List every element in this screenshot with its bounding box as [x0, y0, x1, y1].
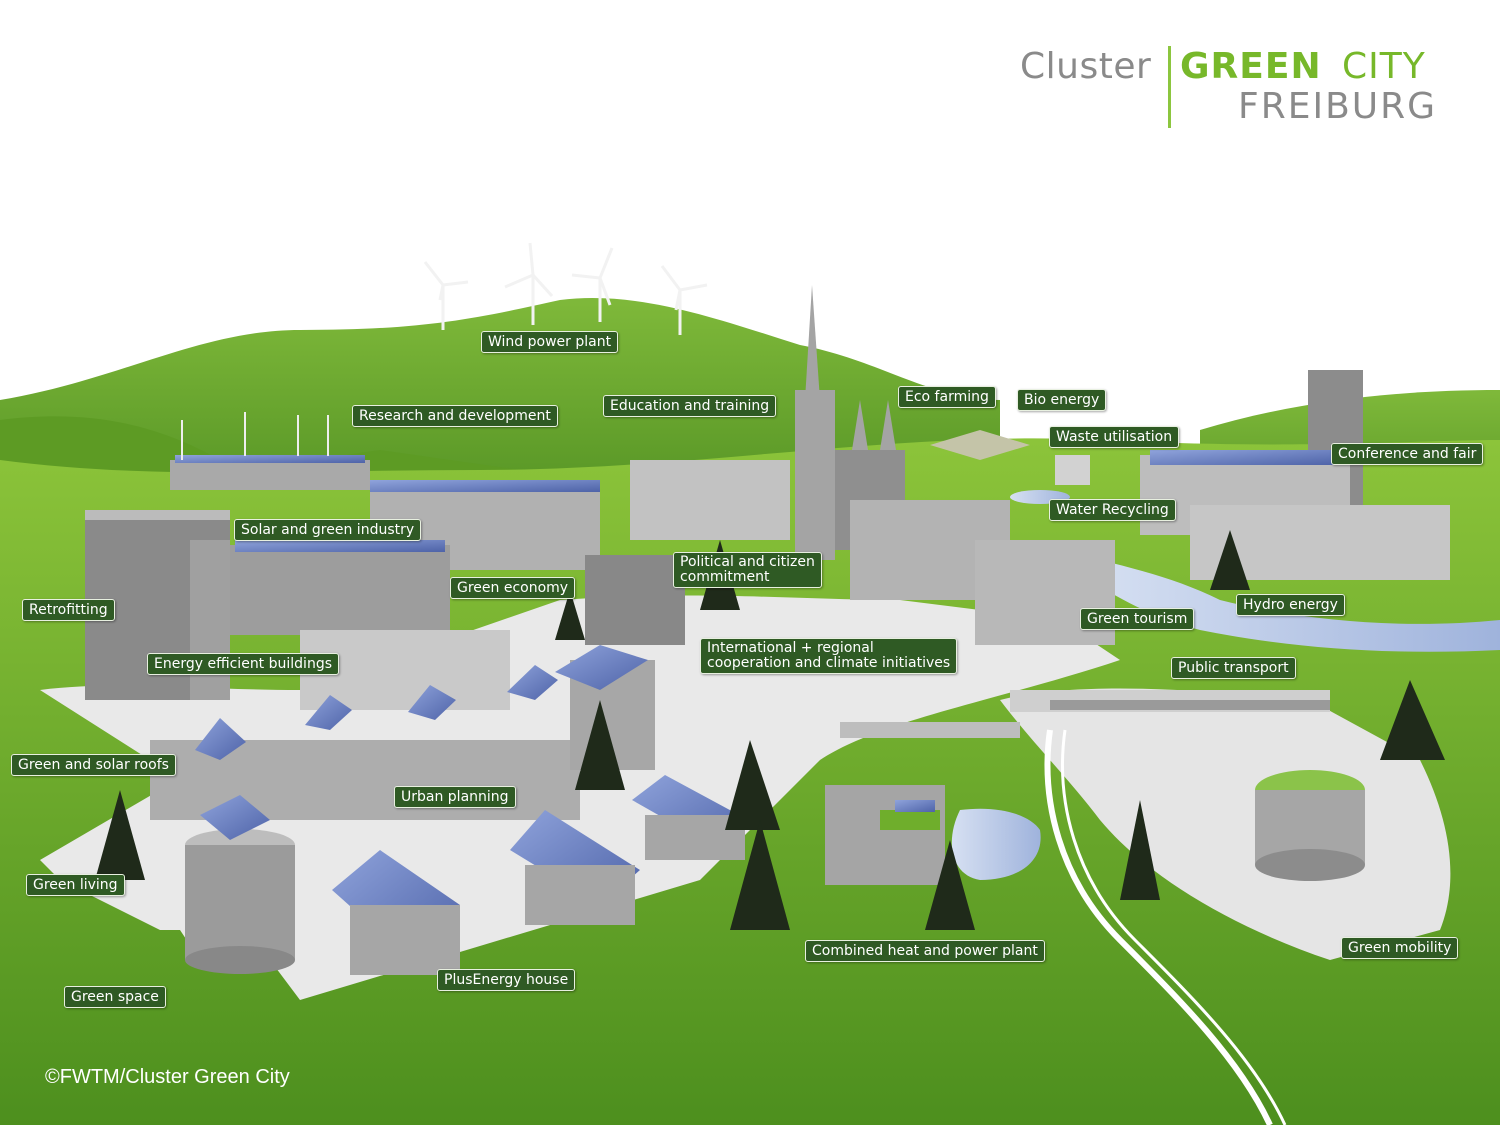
pond — [951, 808, 1041, 880]
copyright-text: ©FWTM/Cluster Green City — [45, 1066, 290, 1088]
station — [840, 690, 1330, 738]
label-public-transport: Public transport — [1171, 657, 1296, 679]
cluster-green-city-logo: Cluster GREEN CITY FREIBURG — [1020, 42, 1470, 132]
label-water-recycling: Water Recycling — [1049, 499, 1176, 521]
round-solar-building — [185, 795, 295, 974]
mobility-station — [1255, 770, 1365, 881]
label-wind-power-plant: Wind power plant — [481, 331, 619, 353]
label-green-and-solar-roofs: Green and solar roofs — [11, 754, 176, 776]
industry-buildings — [230, 480, 685, 645]
label-eco-farming: Eco farming — [898, 386, 996, 408]
logo-city-text: CITY — [1342, 46, 1426, 87]
label-plusenergy-house: PlusEnergy house — [437, 969, 576, 991]
label-hydro-energy: Hydro energy — [1236, 594, 1345, 616]
education-building — [630, 460, 790, 540]
label-waste-utilisation: Waste utilisation — [1049, 426, 1180, 448]
label-conference-and-fair: Conference and fair — [1331, 443, 1484, 465]
rail-track — [1044, 729, 1273, 1125]
wind-turbines — [423, 242, 708, 335]
label-retrofitting: Retrofitting — [22, 599, 115, 621]
label-green-economy: Green economy — [450, 577, 576, 599]
label-education-and-training: Education and training — [603, 395, 777, 417]
rail-track-2 — [1061, 729, 1287, 1125]
chp-plant — [825, 785, 945, 885]
logo-cluster-text: Cluster — [1020, 46, 1152, 87]
label-urban-planning: Urban planning — [394, 786, 516, 808]
label-green-tourism: Green tourism — [1080, 608, 1195, 630]
label-international-cooperation: International + regional cooperation and… — [700, 638, 958, 674]
logo-green-text: GREEN — [1180, 46, 1322, 87]
label-combined-heat-and-power-plant: Combined heat and power plant — [805, 940, 1045, 962]
logo-freiburg-text: FREIBURG — [1238, 86, 1438, 127]
label-green-space: Green space — [64, 986, 166, 1008]
river — [1090, 560, 1500, 652]
label-bio-energy: Bio energy — [1017, 389, 1107, 411]
logo-divider — [1168, 46, 1171, 128]
label-political-and-citizen-commitment: Political and citizen commitment — [673, 552, 822, 588]
label-energy-efficient-buildings: Energy efficient buildings — [147, 653, 339, 675]
label-solar-and-green-industry: Solar and green industry — [234, 519, 422, 541]
label-research-and-development: Research and development — [352, 405, 558, 427]
label-green-mobility: Green mobility — [1341, 937, 1459, 959]
label-green-living: Green living — [26, 874, 125, 896]
stadium — [170, 412, 370, 490]
road-right — [1000, 688, 1451, 960]
